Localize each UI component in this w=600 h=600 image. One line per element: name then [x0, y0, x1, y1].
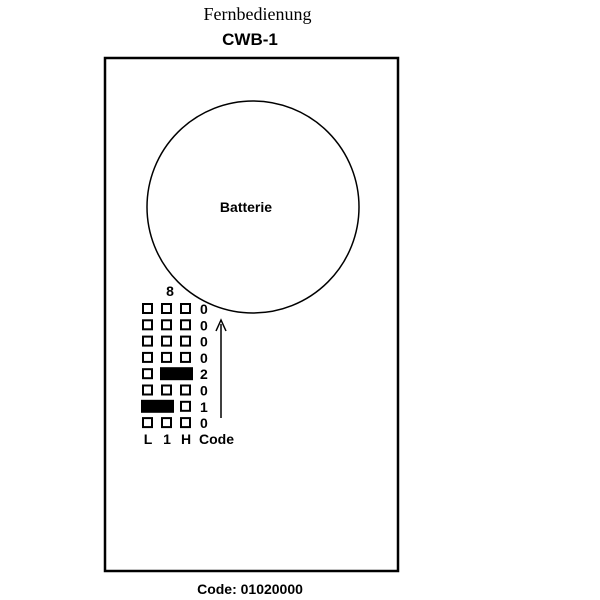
- battery-label: Batterie: [220, 199, 272, 215]
- column-label-1: 1: [163, 431, 171, 447]
- dip-switch-cell: [161, 417, 172, 429]
- dip-switch-cell: [142, 417, 153, 429]
- dip-switch-cell: [161, 351, 172, 363]
- code-value: Code: 01020000: [197, 581, 303, 597]
- dip-switch-cell: [142, 384, 153, 396]
- code-digit: 0: [200, 301, 208, 317]
- code-digit: 0: [200, 317, 208, 333]
- column-label-h: H: [181, 431, 191, 447]
- code-digit: 0: [200, 350, 208, 366]
- dip-switch-cell: [142, 335, 153, 347]
- code-digit: 0: [200, 383, 208, 399]
- model-name: CWB-1: [222, 30, 278, 49]
- dip-switch-on-bar: [160, 367, 193, 381]
- dip-switch-cell: [180, 400, 191, 412]
- dip-switch-cell: [161, 303, 172, 314]
- dip-switch-cell: [180, 335, 191, 347]
- code-digit: 2: [200, 366, 208, 382]
- diagram-title: Fernbedienung: [203, 4, 312, 24]
- dip-switch-cell: [142, 319, 153, 331]
- dip-switch-cell: [180, 319, 191, 331]
- up-arrow: [215, 318, 227, 418]
- dip-switch-on-bar: [141, 399, 174, 413]
- dip-switch-cell: [161, 319, 172, 331]
- dip-top-label: 8: [166, 283, 174, 299]
- code-column-label: Code: [199, 431, 234, 447]
- dip-switch-cell: [180, 384, 191, 396]
- code-digit: 1: [200, 399, 208, 415]
- dip-switch-cell: [180, 417, 191, 429]
- dip-switch-cell: [142, 351, 153, 363]
- dip-switch-cell: [180, 303, 191, 314]
- code-digit: 0: [200, 415, 208, 431]
- column-label-l: L: [144, 431, 153, 447]
- dip-switch-cell: [180, 351, 191, 363]
- dip-switch-cell: [161, 384, 172, 396]
- dip-switch-cell: [142, 368, 153, 380]
- dip-switch-cell: [142, 303, 153, 314]
- battery-circle: [146, 100, 360, 314]
- code-digit: 0: [200, 334, 208, 350]
- remote-body-outline: [103, 56, 400, 573]
- dip-switch-cell: [161, 335, 172, 347]
